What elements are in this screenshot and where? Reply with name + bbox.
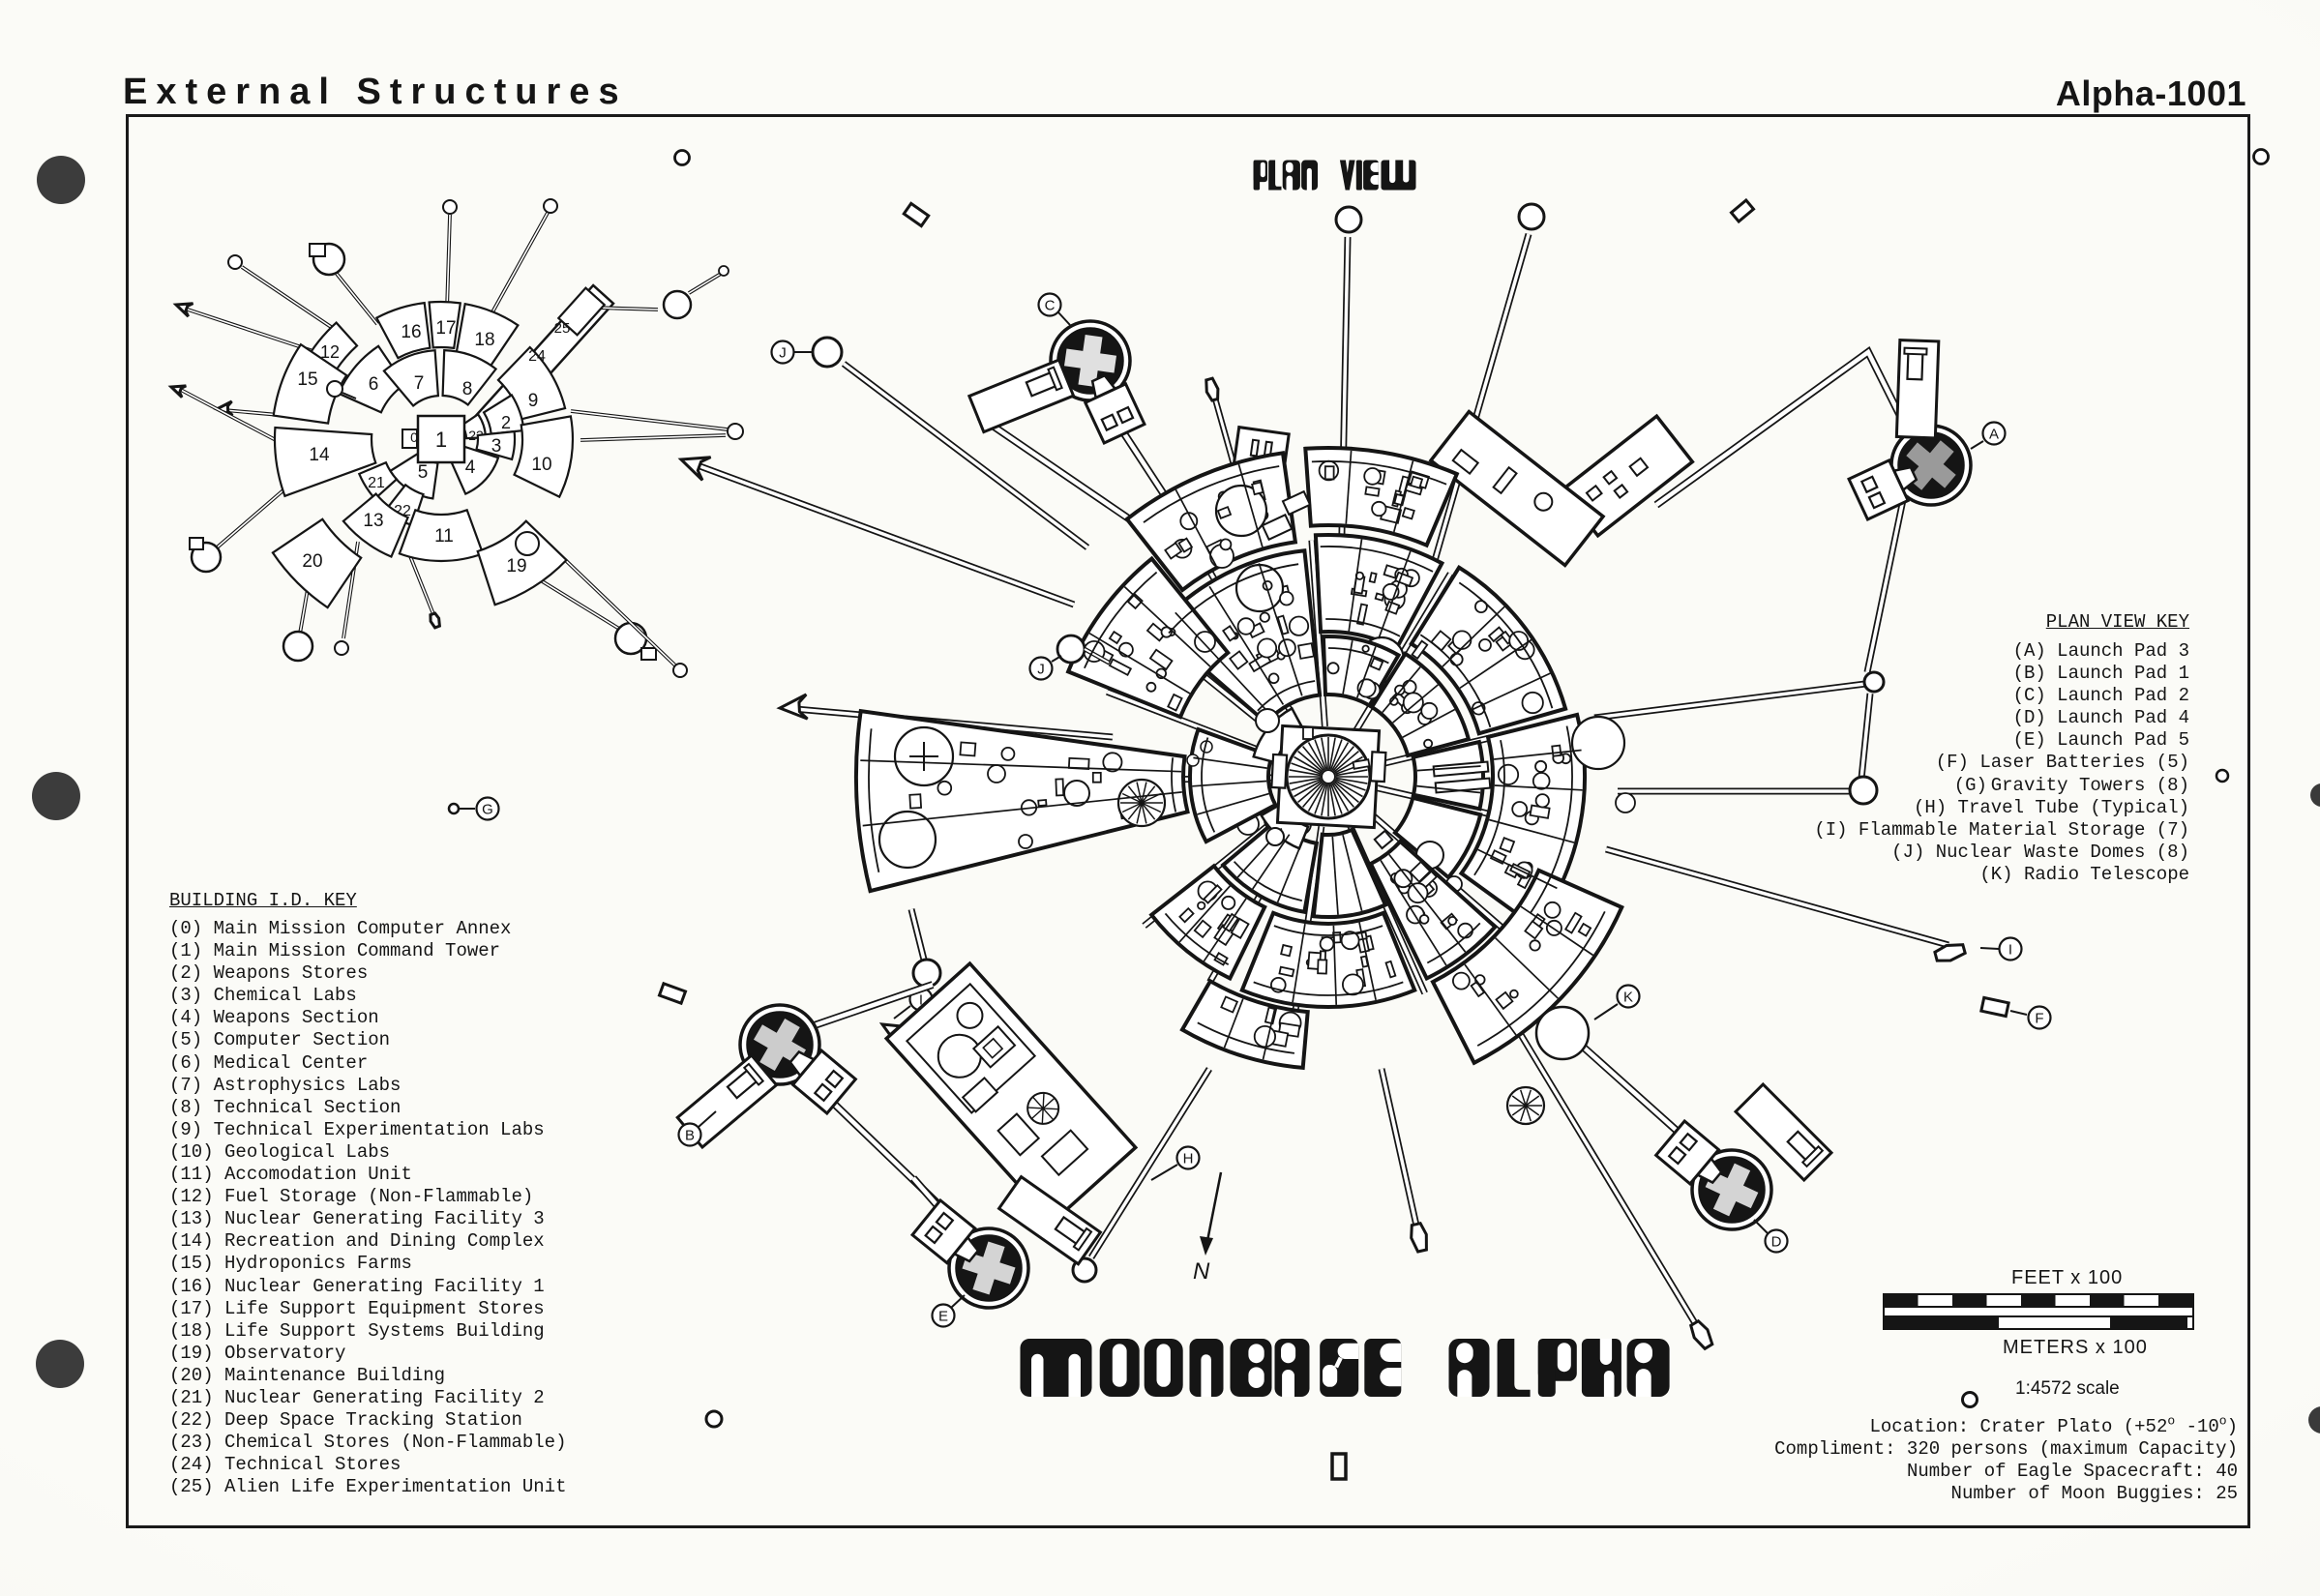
- svg-text:14: 14: [309, 445, 330, 465]
- svg-text:4: 4: [465, 458, 476, 478]
- svg-text:J: J: [1037, 661, 1045, 677]
- svg-text:1: 1: [435, 428, 447, 452]
- svg-text:F: F: [2035, 1010, 2043, 1026]
- svg-text:18: 18: [474, 330, 494, 350]
- svg-text:3: 3: [491, 436, 502, 457]
- svg-text:2: 2: [501, 413, 511, 432]
- svg-text:21: 21: [368, 475, 385, 491]
- svg-text:9: 9: [528, 391, 539, 411]
- svg-text:7: 7: [414, 373, 425, 394]
- svg-text:C: C: [1045, 297, 1056, 313]
- svg-text:J: J: [779, 344, 787, 361]
- svg-text:12: 12: [320, 342, 340, 362]
- svg-text:10: 10: [531, 455, 551, 475]
- svg-text:I: I: [919, 991, 923, 1008]
- svg-text:16: 16: [401, 322, 421, 342]
- svg-text:13: 13: [363, 511, 383, 531]
- svg-text:25: 25: [554, 320, 571, 337]
- svg-text:17: 17: [435, 318, 456, 339]
- svg-text:6: 6: [369, 374, 379, 395]
- svg-text:N: N: [1193, 1258, 1210, 1285]
- svg-text:B: B: [685, 1127, 695, 1143]
- svg-text:I: I: [2008, 941, 2012, 958]
- svg-text:20: 20: [302, 551, 322, 572]
- svg-text:15: 15: [297, 369, 317, 390]
- svg-text:G: G: [482, 801, 493, 817]
- svg-text:D: D: [1771, 1233, 1782, 1250]
- svg-text:K: K: [1623, 989, 1633, 1005]
- svg-text:A: A: [1989, 426, 1999, 442]
- svg-text:5: 5: [418, 462, 429, 483]
- svg-text:E: E: [938, 1308, 948, 1324]
- svg-text:0: 0: [410, 429, 418, 445]
- svg-text:24: 24: [528, 348, 546, 365]
- svg-text:8: 8: [462, 379, 473, 399]
- svg-text:H: H: [1183, 1150, 1194, 1167]
- svg-text:19: 19: [506, 556, 526, 576]
- svg-text:11: 11: [434, 526, 454, 547]
